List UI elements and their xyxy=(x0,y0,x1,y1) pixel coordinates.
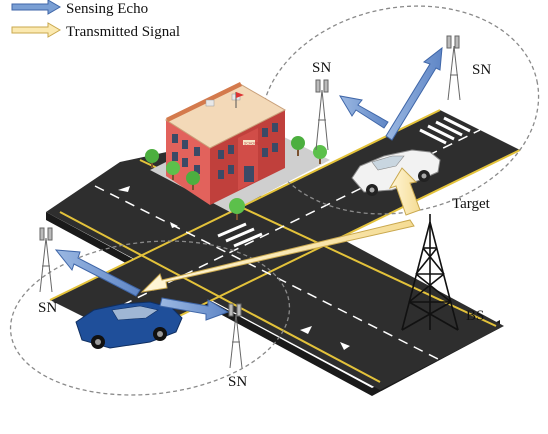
blue-car xyxy=(75,301,183,349)
bs-label: BS xyxy=(466,308,484,324)
target-label: Target xyxy=(452,196,491,212)
lane-arrows xyxy=(118,186,350,350)
signal-arrow-to-target xyxy=(388,167,421,216)
legend-signal-label: Transmitted Signal xyxy=(66,24,180,40)
legend-echo-arrow xyxy=(11,0,61,15)
coverage-area-bottom xyxy=(9,240,291,396)
crosswalk-left xyxy=(217,222,263,248)
echo-arrow-to-sn-left xyxy=(54,249,141,297)
tree xyxy=(166,161,180,180)
base-station-tower xyxy=(401,214,459,331)
echo-arrow-to-sn-bottom xyxy=(159,297,230,321)
legend-echo-label: Sensing Echo xyxy=(66,1,148,17)
flag xyxy=(236,92,244,98)
trees xyxy=(145,136,327,220)
echo-arrow-to-sn-top-right xyxy=(385,46,443,141)
signal-arrow-to-blue-car xyxy=(140,219,415,293)
sn-top-right-label: SN xyxy=(472,62,491,78)
sensing-node-top-left xyxy=(315,79,329,151)
target-white-car xyxy=(351,149,441,196)
legend: Sensing Echo Transmitted Signal xyxy=(11,0,180,40)
school-sign: SCHOOL xyxy=(244,142,259,146)
tree xyxy=(145,149,159,168)
tree xyxy=(291,136,305,156)
sensing-node-top-right xyxy=(446,35,461,101)
sensing-echoes xyxy=(54,46,443,321)
sn-bottom-label: SN xyxy=(228,374,247,390)
echo-arrow-to-sn-top-left xyxy=(339,95,389,129)
tree xyxy=(186,171,200,190)
sensing-node-bottom xyxy=(228,303,243,369)
legend-signal-arrow xyxy=(11,22,61,38)
sn-left-label: SN xyxy=(38,300,57,316)
transmitted-signals xyxy=(140,167,421,293)
coverage-area-top xyxy=(260,5,540,215)
crosswalk-upper xyxy=(419,116,471,145)
sensing-node-left xyxy=(39,227,53,293)
sn-top-left-label: SN xyxy=(312,60,331,76)
school-building: SCHOOL xyxy=(150,82,330,212)
tree xyxy=(229,198,245,220)
